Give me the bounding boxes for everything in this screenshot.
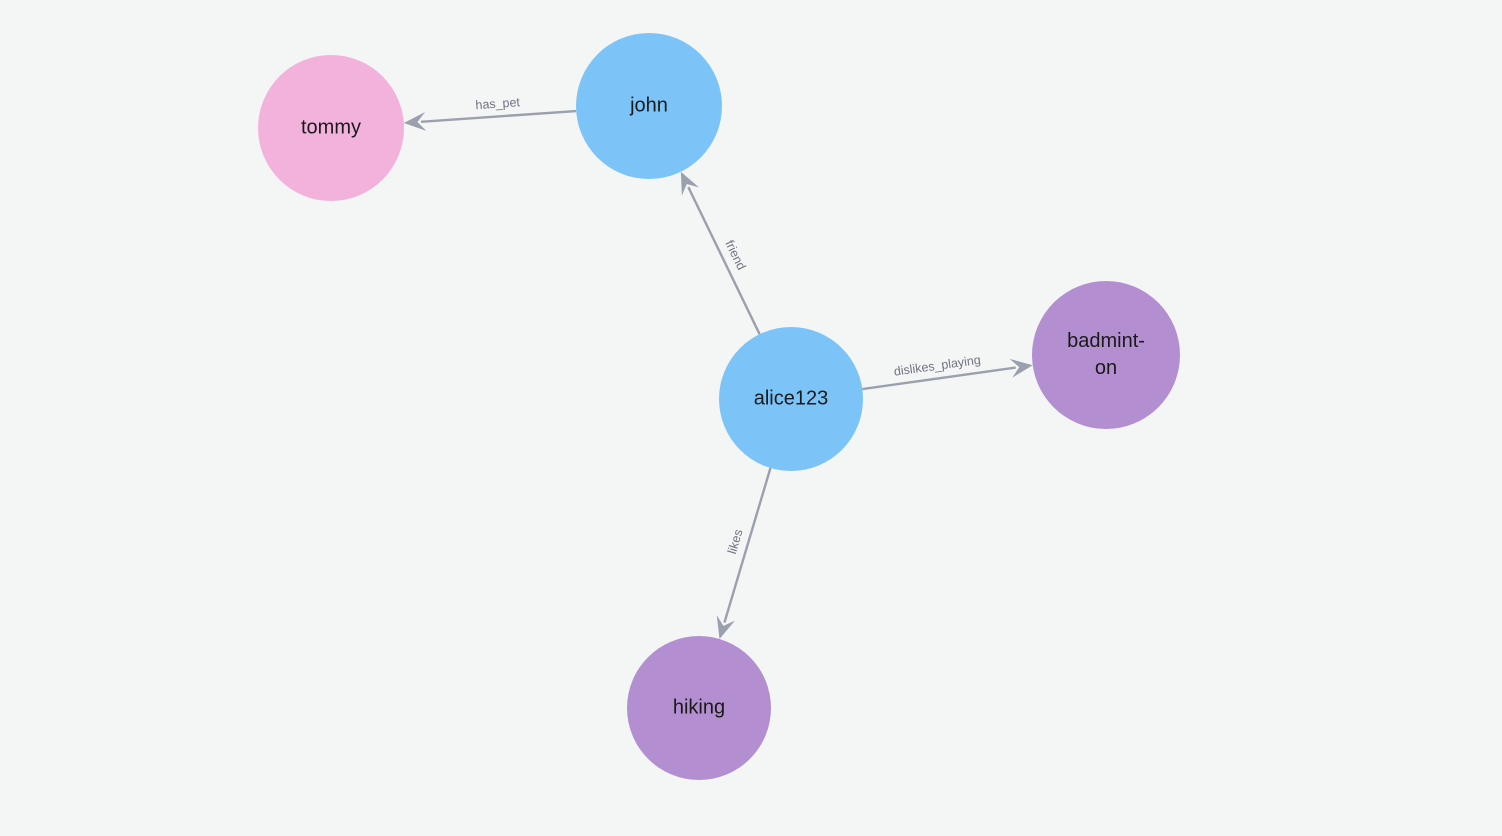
nodes-layer: tommy john alice123 badmint-on hiking: [258, 33, 1180, 780]
edge-label: likes: [725, 528, 746, 556]
node-circle[interactable]: [719, 327, 863, 471]
graph-edge[interactable]: has_pet: [403, 95, 577, 131]
edge-arrowhead: [403, 111, 427, 131]
graph-edge[interactable]: likes: [716, 467, 772, 639]
graph-node-john[interactable]: john: [576, 33, 722, 179]
edge-line: [420, 109, 577, 123]
graph-node-tommy[interactable]: tommy: [258, 55, 404, 201]
node-circle[interactable]: [576, 33, 722, 179]
edge-line: [723, 467, 772, 623]
node-circle[interactable]: [1032, 281, 1180, 429]
node-circle[interactable]: [627, 636, 771, 780]
graph-node-hiking[interactable]: hiking: [627, 636, 771, 780]
edge-arrowhead: [680, 171, 699, 196]
graph-node-badminton[interactable]: badmint-on: [1032, 281, 1180, 429]
edge-arrowhead: [716, 615, 735, 639]
graph-node-alice123[interactable]: alice123: [719, 327, 863, 471]
edge-arrowhead: [1009, 358, 1033, 378]
edge-line: [687, 186, 761, 335]
node-circle[interactable]: [258, 55, 404, 201]
graph-edge[interactable]: friend: [680, 171, 761, 335]
graph-edge[interactable]: dislikes_playing: [862, 353, 1033, 391]
edge-line: [862, 366, 1016, 391]
edge-label: has_pet: [475, 95, 521, 112]
